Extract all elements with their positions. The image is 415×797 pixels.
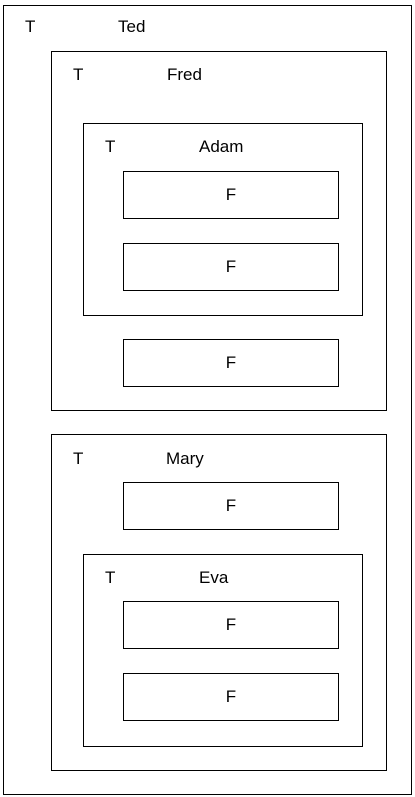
- leaf-eva-2: F: [123, 673, 339, 721]
- node-ted-type: T: [25, 17, 36, 36]
- node-fred-type: T: [73, 65, 84, 84]
- node-mary-name: Mary: [166, 449, 204, 468]
- leaf-fred: F: [123, 339, 339, 387]
- leaf-mary: F: [123, 482, 339, 530]
- leaf-adam-1: F: [123, 171, 339, 219]
- node-mary-type: T: [73, 449, 84, 468]
- node-ted-name: Ted: [118, 17, 146, 36]
- node-fred-name: Fred: [167, 65, 202, 84]
- leaf-adam-2: F: [123, 243, 339, 291]
- leaf-eva-1: F: [123, 601, 339, 649]
- node-eva-type: T: [105, 568, 116, 587]
- node-adam-name: Adam: [199, 137, 244, 156]
- node-adam-type: T: [105, 137, 116, 156]
- node-eva-name: Eva: [199, 568, 229, 587]
